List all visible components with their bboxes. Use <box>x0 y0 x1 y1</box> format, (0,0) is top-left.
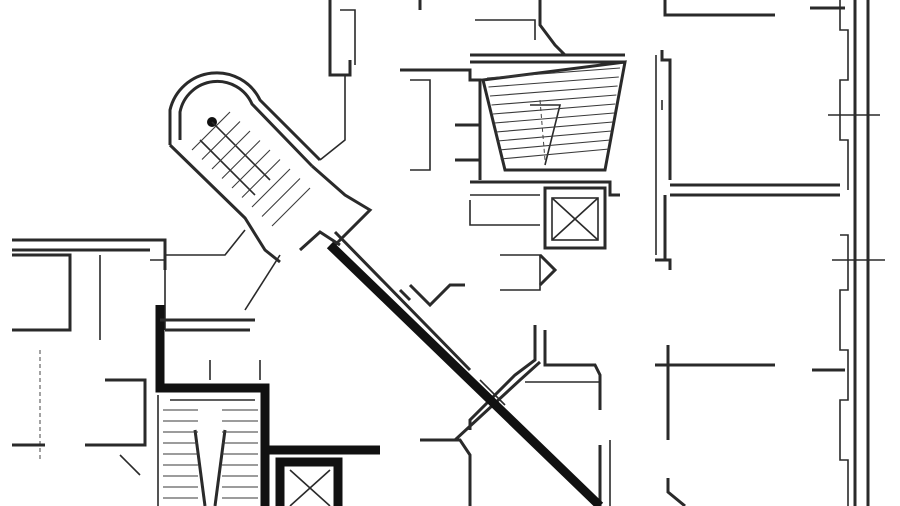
lower-right-rooms <box>655 345 845 506</box>
stair-tread <box>251 168 291 208</box>
stair-tread <box>241 159 281 198</box>
upper-left-block <box>12 229 246 460</box>
stair-tread <box>261 178 301 217</box>
diagonal-corridor <box>244 230 604 506</box>
stair-tread <box>221 140 261 179</box>
lower-elevator-shaft <box>275 457 343 506</box>
stair-tread <box>201 121 241 160</box>
stair-tread <box>488 76 619 88</box>
central-rooms <box>420 325 611 506</box>
stair-tread <box>497 130 612 142</box>
stair-tread <box>486 67 621 79</box>
stair-tread <box>489 85 618 97</box>
spiral-stair-tower <box>168 71 373 264</box>
stair-tread <box>492 103 616 115</box>
upper-center-block <box>328 0 625 226</box>
stair-tread <box>494 112 615 124</box>
stair-tread <box>491 94 617 106</box>
stair-tread <box>495 121 613 133</box>
stair-tread <box>231 149 271 189</box>
stair-tread <box>211 130 251 170</box>
stair-treads <box>163 67 621 499</box>
upper-elevator-shaft <box>500 186 607 291</box>
stair-tread <box>271 187 311 227</box>
upper-right-rooms <box>655 0 845 270</box>
stair-tread <box>500 148 610 160</box>
stair-tread <box>191 111 231 151</box>
stair-tread <box>498 139 611 151</box>
right-facade-wall <box>828 0 885 506</box>
